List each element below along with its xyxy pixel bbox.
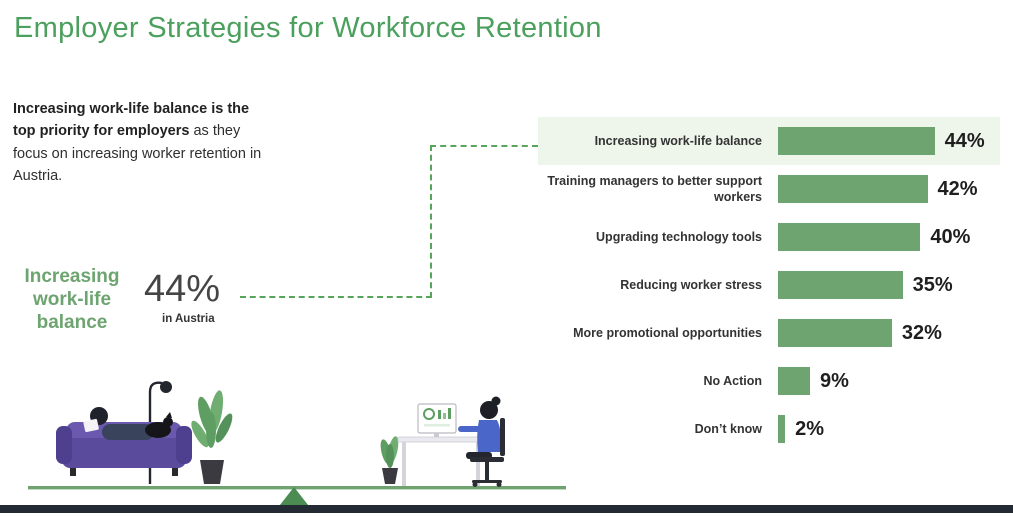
chart-value-label: 44%	[944, 129, 985, 152]
dog-head	[163, 417, 173, 427]
chart-bar	[778, 415, 786, 443]
chart-value-label: 40%	[930, 225, 971, 248]
person-reading-body	[102, 424, 154, 440]
plant-leaf	[206, 412, 216, 448]
chart-bar	[778, 223, 921, 251]
callout-sublabel: in Austria	[162, 313, 215, 325]
desk-top	[397, 436, 485, 443]
chart-category-label: No Action	[703, 373, 762, 388]
monitor-chart-doodle	[448, 408, 451, 419]
callout-value: 44%	[144, 268, 221, 310]
plant-leaf	[191, 420, 209, 448]
chart-bar-track: 2%	[778, 415, 1000, 443]
dog-body	[145, 422, 171, 438]
intro-text: Increasing work-life balance is the top …	[13, 98, 265, 188]
lamp-shade	[160, 381, 172, 393]
chart-bar	[778, 367, 811, 395]
chart-row: Upgrading technology tools 40%	[538, 213, 1000, 261]
chart-bar-track: 44%	[778, 127, 1000, 155]
connector-line-horizontal-right	[430, 145, 538, 147]
chair-seat	[470, 457, 504, 462]
connector-line-horizontal-left	[240, 296, 432, 298]
sofa-arm-left	[56, 426, 72, 464]
dog-ear	[166, 412, 172, 418]
chart-category-label: Upgrading technology tools	[596, 229, 762, 244]
person-working-body	[477, 420, 501, 452]
retention-strategies-bar-chart: Increasing work-life balance 44% Training …	[538, 117, 1000, 453]
book	[83, 418, 99, 433]
chair-pole	[485, 462, 489, 480]
monitor-chart-doodle	[443, 413, 446, 419]
plant-pot	[382, 468, 398, 484]
seesaw-illustration	[28, 381, 566, 510]
chair-base	[472, 480, 502, 483]
chart-value-label: 42%	[937, 177, 978, 200]
chart-bar	[778, 319, 892, 347]
chart-bar-track: 40%	[778, 223, 1000, 251]
page-title: Employer Strategies for Workforce Retent…	[14, 12, 602, 44]
chart-bar	[778, 271, 903, 299]
connector-line-vertical	[430, 145, 432, 298]
monitor-stand	[434, 433, 439, 437]
chart-category-label: Training managers to better support work…	[547, 173, 762, 204]
desk-scene	[380, 396, 505, 487]
chart-bar-track: 32%	[778, 319, 1000, 347]
chart-category-label: Increasing work-life balance	[594, 133, 762, 148]
monitor-chart-doodle	[424, 424, 450, 427]
chart-bar-track: 42%	[778, 175, 1000, 203]
plant-leaf	[215, 413, 233, 443]
chart-category-label: Reducing worker stress	[620, 277, 762, 292]
sofa-scene	[56, 381, 233, 484]
chart-value-label: 32%	[901, 321, 942, 344]
chart-value-label: 9%	[820, 369, 849, 392]
person-working-head	[480, 401, 498, 419]
chart-row: More promotional opportunities 32%	[538, 309, 1000, 357]
sofa-arm-right	[176, 426, 192, 464]
person-working-arm	[458, 426, 486, 432]
chair-wheel	[472, 482, 478, 487]
chart-value-label: 35%	[912, 273, 953, 296]
person-working-hair-bun	[491, 396, 501, 406]
seesaw-plank	[28, 486, 566, 490]
chart-category-label: More promotional opportunities	[573, 325, 762, 340]
chair-wheel	[496, 482, 502, 487]
callout-label: Increasing work-life balance	[24, 266, 120, 333]
seesaw-fulcrum	[276, 487, 312, 510]
plant-pot	[200, 460, 224, 484]
sofa-seat	[62, 438, 186, 468]
lamp-pole	[148, 381, 163, 484]
chart-row: Reducing worker stress 35%	[538, 261, 1000, 309]
desk-leg	[402, 442, 406, 486]
chart-row: No Action 9%	[538, 357, 1000, 405]
monitor-chart-doodle	[423, 408, 435, 420]
sofa-leg	[70, 468, 76, 476]
plant-leaf	[386, 444, 394, 468]
monitor-chart-doodle	[438, 410, 441, 419]
chart-row: Increasing work-life balance 44%	[538, 117, 1000, 165]
intro-bold-text: Increasing work-life balance is the top …	[13, 101, 250, 140]
chart-bar	[778, 175, 928, 203]
chair-backrest	[500, 418, 505, 456]
chart-bar-track: 9%	[778, 367, 1000, 395]
footer-bar	[0, 505, 1013, 513]
chart-value-label: 2%	[795, 417, 825, 440]
chart-category-label: Don’t know	[694, 421, 762, 436]
chart-row: Don’t know 2%	[538, 405, 1000, 453]
chart-row: Training managers to better support work…	[538, 165, 1000, 213]
chart-bar	[778, 127, 935, 155]
intro-normal-text: as they focus on increasing worker reten…	[13, 123, 262, 185]
sofa-leg	[172, 468, 178, 476]
chart-bar-track: 35%	[778, 271, 1000, 299]
desk-leg	[476, 442, 480, 486]
